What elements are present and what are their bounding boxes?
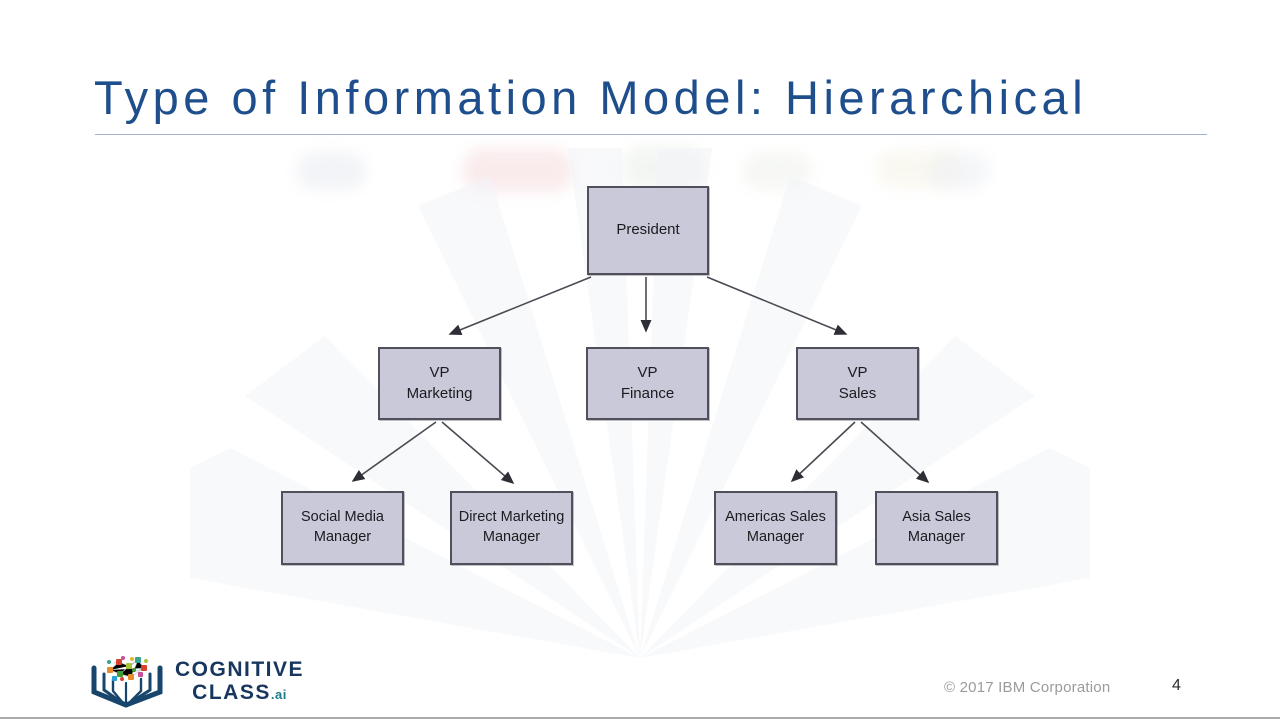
org-node-vp-marketing: VP Marketing xyxy=(378,347,501,420)
org-node-label: President xyxy=(616,221,680,239)
cognitive-class-wordmark: COGNITIVE CLASS.ai xyxy=(175,659,304,703)
page-number: 4 xyxy=(1172,677,1181,694)
org-node-social-media-manager: Social Media Manager xyxy=(281,491,404,565)
org-node-label: Manager xyxy=(907,529,966,545)
org-node-label: Manager xyxy=(482,529,541,545)
org-node-asia-sales-manager: Asia Sales Manager xyxy=(875,491,998,565)
org-node-president: President xyxy=(587,186,709,275)
title-underline xyxy=(95,134,1207,135)
frame-bottom-edge xyxy=(0,717,1280,719)
org-node-label: Manager xyxy=(746,529,805,545)
cognitive-class-logo: COGNITIVE CLASS.ai xyxy=(86,650,304,712)
org-node-label: Asia Sales xyxy=(902,509,971,526)
org-node-direct-marketing-manager: Direct Marketing Manager xyxy=(450,491,573,565)
logo-line1: COGNITIVE xyxy=(175,658,305,681)
org-node-label: Manager xyxy=(313,529,372,545)
watermark-blob xyxy=(296,152,366,190)
org-node-label: Marketing xyxy=(406,384,473,402)
watermark-blob xyxy=(928,152,990,190)
cognitive-class-book-icon xyxy=(91,656,163,708)
org-node-label: VP xyxy=(847,364,868,382)
org-node-label: Finance xyxy=(620,384,675,402)
org-node-label: VP xyxy=(637,364,658,382)
logo-line2: CLASS.ai xyxy=(192,681,287,704)
org-node-americas-sales-manager: Americas Sales Manager xyxy=(714,491,837,565)
org-node-vp-sales: VP Sales xyxy=(796,347,919,420)
org-node-label: Sales xyxy=(838,384,877,402)
org-node-label: Social Media xyxy=(300,509,384,526)
slide-title: Type of Information Model: Hierarchical xyxy=(94,71,1088,124)
copyright-text: © 2017 IBM Corporation xyxy=(944,679,1111,696)
org-node-label: VP xyxy=(429,364,450,382)
logo-ai-suffix: .ai xyxy=(270,687,287,702)
org-node-label: Americas Sales xyxy=(725,509,826,526)
org-node-label: Direct Marketing xyxy=(458,509,565,526)
org-node-vp-finance: VP Finance xyxy=(586,347,709,420)
